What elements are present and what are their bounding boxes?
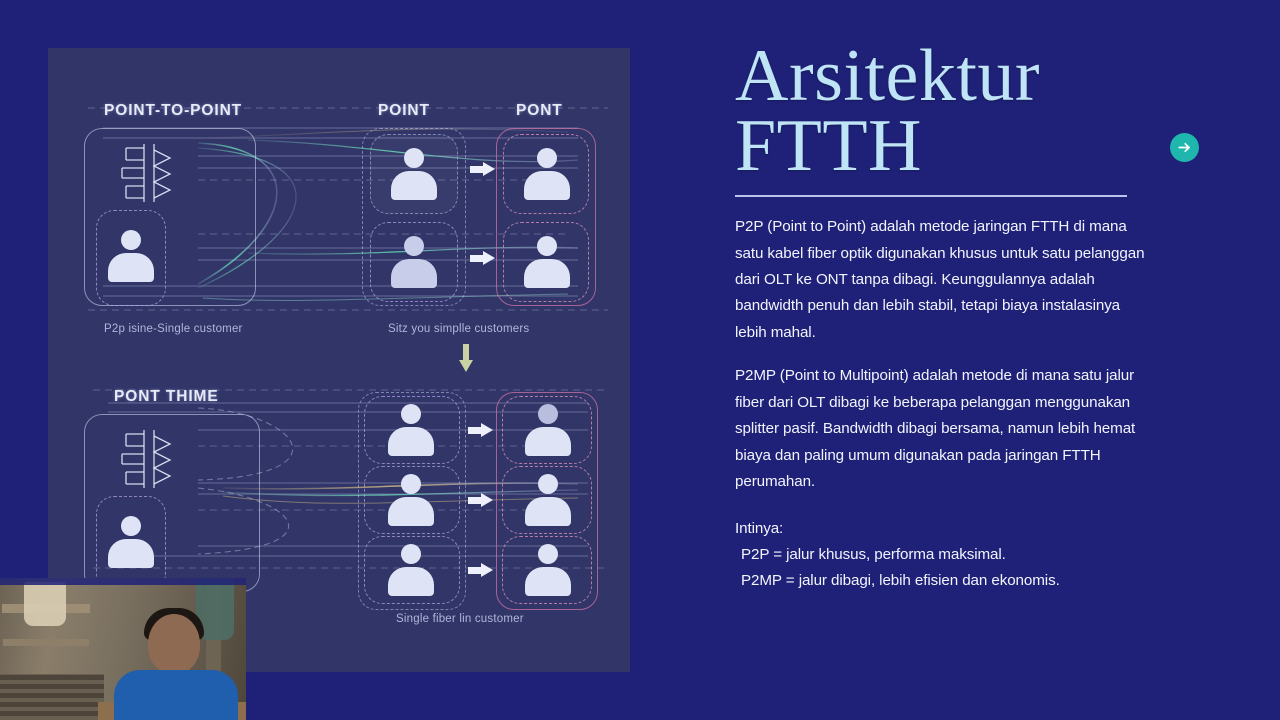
flow-arrow-icon xyxy=(468,563,494,577)
page-title-line-1: Arsitektur xyxy=(735,35,1041,117)
p2mp-customer-box-2 xyxy=(364,466,460,534)
diagram-heading-pont-thime: PONT THIME xyxy=(114,388,219,405)
webcam-top-edge xyxy=(0,578,246,585)
customer-person-icon xyxy=(388,474,434,526)
customer-person-icon xyxy=(524,148,570,200)
customer-person-icon xyxy=(525,404,571,456)
presenter-face xyxy=(148,614,200,674)
pont-customer-box-2 xyxy=(503,222,589,302)
point-customer-box-1 xyxy=(370,134,458,214)
flow-arrow-icon xyxy=(468,423,494,437)
p2mp-splitter-group xyxy=(358,392,466,610)
webcam-cloth xyxy=(24,582,66,626)
slide-content-column: Arsitektur FTTH P2P (Point to Point) ada… xyxy=(735,39,1155,594)
olt-splitter-icon xyxy=(121,144,172,202)
title-divider xyxy=(735,195,1127,198)
caption-p2p-single-customer: P2p isine-Single customer xyxy=(104,323,243,335)
diagram-heading-point-to-point: POINT-TO-POINT xyxy=(104,102,243,119)
customer-person-icon xyxy=(388,404,434,456)
summary-heading: Intinya: xyxy=(735,519,784,537)
flow-arrow-icon xyxy=(470,251,496,265)
customer-person-icon xyxy=(388,544,434,596)
webcam-crate xyxy=(0,674,104,720)
point-customer-box-2 xyxy=(370,222,458,302)
customer-person-icon xyxy=(108,230,154,282)
customer-person-icon xyxy=(108,516,154,568)
customer-person-icon xyxy=(391,148,437,200)
caption-simple-customers: Sitz you simplle customers xyxy=(388,323,530,335)
summary-line-p2mp: P2MP = jalur dibagi, lebih efisien dan e… xyxy=(741,571,1060,589)
flow-arrow-icon xyxy=(470,162,496,176)
presenter-webcam[interactable] xyxy=(0,578,246,720)
customer-person-icon xyxy=(525,474,571,526)
olt-splitter-icon xyxy=(121,430,172,488)
paragraph-p2p: P2P (Point to Point) adalah metode jarin… xyxy=(735,218,1145,341)
diagram-heading-pont: PONT xyxy=(516,102,563,119)
pont-customer-box-1 xyxy=(503,134,589,214)
arrow-right-icon xyxy=(1178,142,1190,153)
point-group xyxy=(362,128,466,306)
p2mp-customer-box-1 xyxy=(364,396,460,464)
p2p-customer-box xyxy=(96,210,166,306)
page-title-line-2: FTTH xyxy=(735,104,922,187)
section-arrow-down-icon xyxy=(459,344,473,372)
presenter-shirt xyxy=(114,670,238,720)
page-title: Arsitektur FTTH xyxy=(735,39,1155,183)
summary-block: Intinya: P2P = jalur khusus, performa ma… xyxy=(735,516,1155,594)
customer-person-icon xyxy=(525,544,571,596)
paragraph-p2mp: P2MP (Point to Multipoint) adalah metode… xyxy=(735,367,1136,491)
p2mp-ont-box-1 xyxy=(502,396,592,464)
p2mp-ont-box-2 xyxy=(502,466,592,534)
customer-person-icon xyxy=(391,236,437,288)
customer-person-icon xyxy=(524,236,570,288)
p2mp-ont-group xyxy=(496,392,598,610)
pont-group xyxy=(496,128,596,306)
summary-line-p2p: P2P = jalur khusus, performa maksimal. xyxy=(741,545,1006,563)
flow-arrow-icon xyxy=(468,493,494,507)
p2mp-customer-box-3 xyxy=(364,536,460,604)
caption-single-fiber: Single fiber lin customer xyxy=(396,613,524,625)
p2p-source-group xyxy=(84,128,256,306)
diagram-heading-point: POINT xyxy=(378,102,430,119)
next-slide-button[interactable] xyxy=(1170,133,1199,162)
p2mp-ont-box-3 xyxy=(502,536,592,604)
